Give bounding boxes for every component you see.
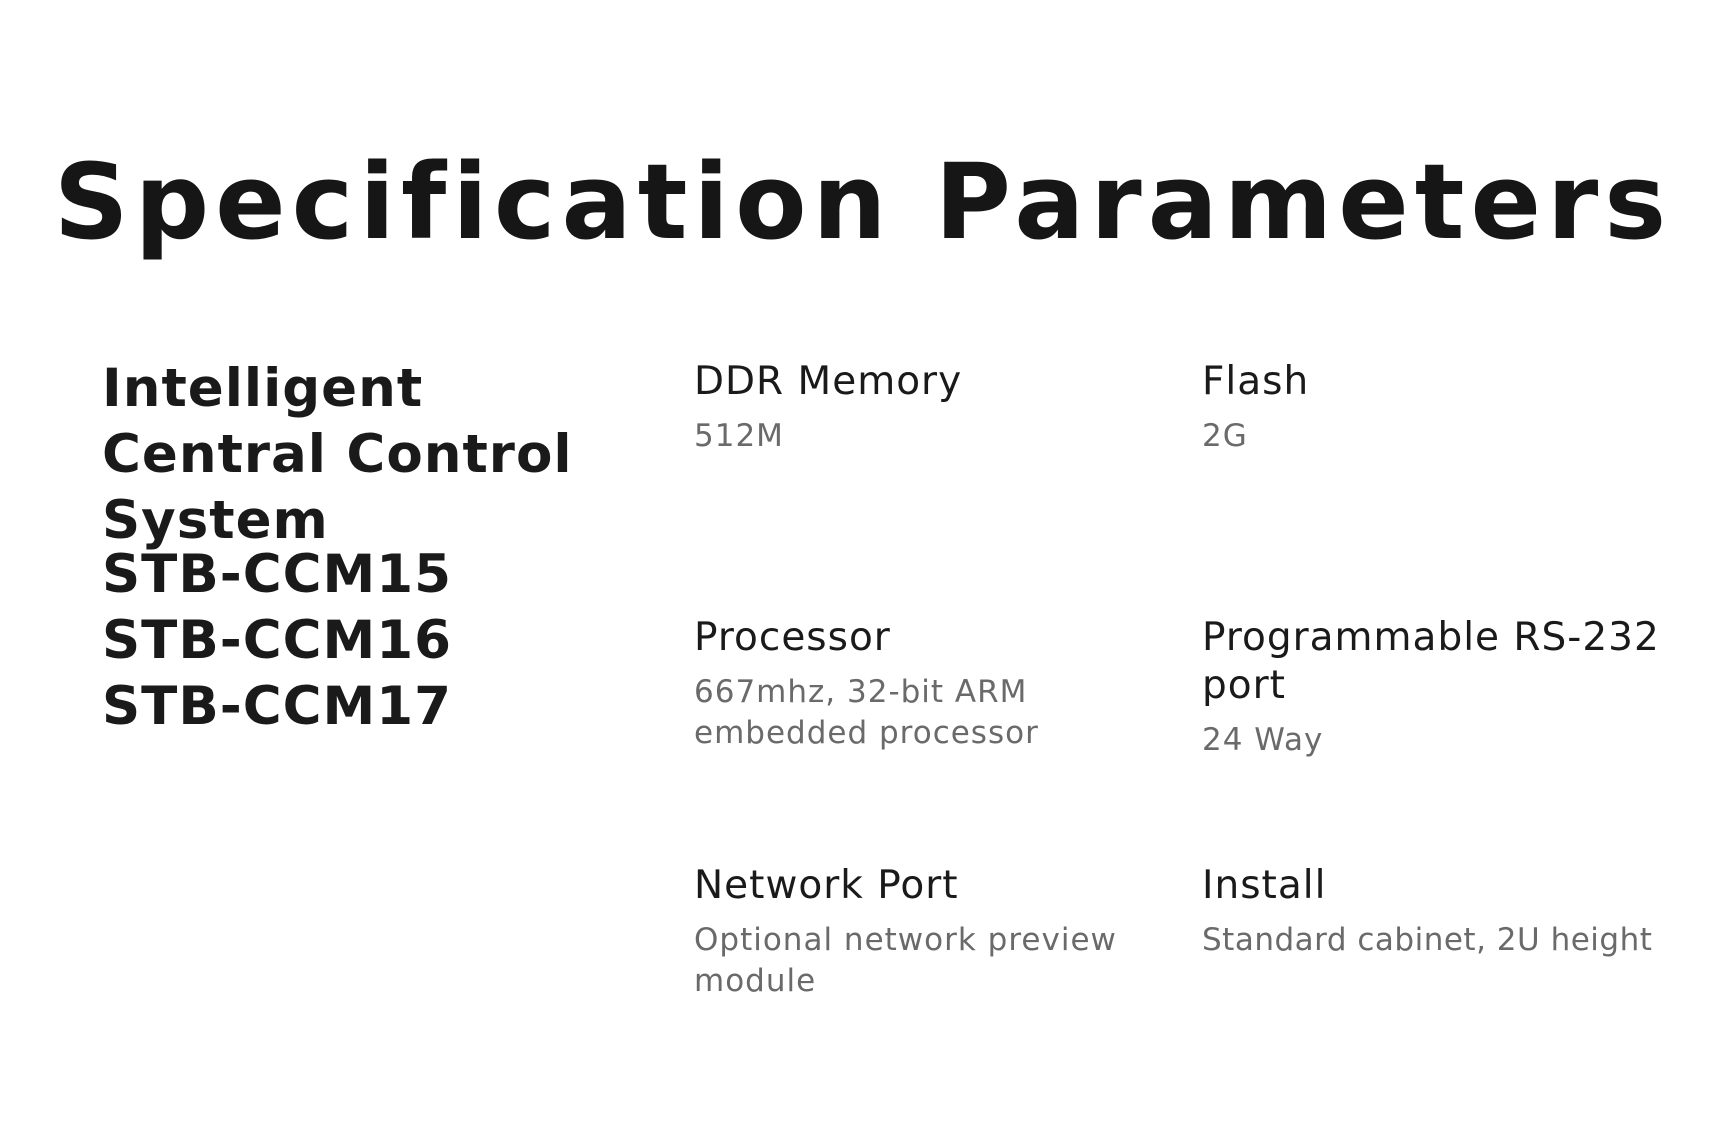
spec-label: Flash	[1202, 359, 1310, 404]
spec-network-port: Network Port Optional network preview mo…	[694, 862, 1164, 1002]
model-list: STB-CCM15 STB-CCM16 STB-CCM17	[102, 542, 452, 740]
spec-value: 667mhz, 32-bit ARM embedded processor	[694, 674, 1039, 751]
model-number: STB-CCM16	[102, 610, 453, 671]
spec-value: Standard cabinet, 2U height	[1202, 922, 1653, 958]
page-title: Specification Parameters	[53, 140, 1673, 263]
spec-value: 24 Way	[1202, 722, 1324, 758]
spec-label: Install	[1202, 863, 1327, 908]
spec-rs232-port: Programmable RS-232 port 24 Way	[1202, 614, 1672, 761]
spec-ddr-memory: DDR Memory 512M	[694, 358, 1164, 457]
spec-label: Programmable RS-232 port	[1202, 615, 1660, 708]
model-number: STB-CCM15	[102, 544, 453, 605]
spec-value: 512M	[694, 418, 784, 454]
spec-flash: Flash 2G	[1202, 358, 1672, 457]
spec-processor: Processor 667mhz, 32-bit ARM embedded pr…	[694, 614, 1164, 754]
spec-value: 2G	[1202, 418, 1248, 454]
spec-value: Optional network preview module	[694, 922, 1117, 999]
spec-label: DDR Memory	[694, 359, 963, 404]
model-number: STB-CCM17	[102, 676, 453, 737]
spec-label: Processor	[694, 615, 891, 660]
spec-label: Network Port	[694, 863, 959, 908]
spec-install: Install Standard cabinet, 2U height	[1202, 862, 1722, 961]
product-name: Intelligent Central Control System	[102, 358, 573, 551]
